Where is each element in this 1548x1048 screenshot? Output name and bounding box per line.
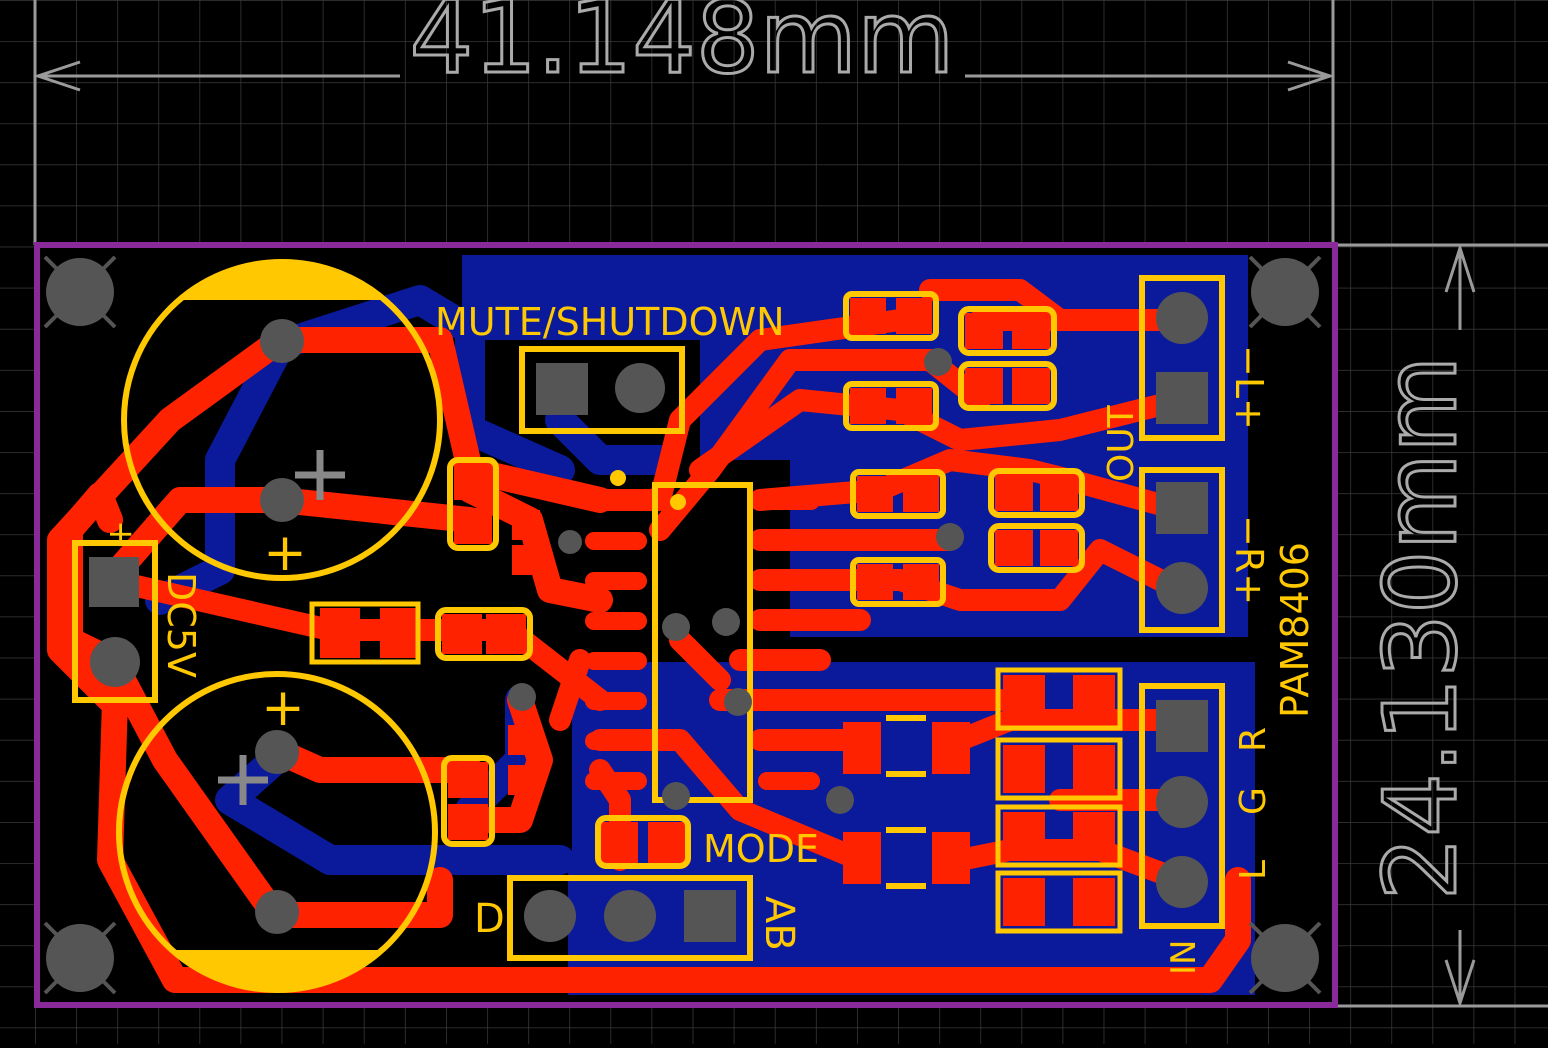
capacitor-c1[interactable]: + <box>121 259 443 583</box>
output-right-connector[interactable]: −R+ <box>1139 467 1271 633</box>
input-connector[interactable]: R G L IN <box>1139 683 1274 975</box>
mounting-holes <box>43 255 1322 995</box>
ic-pam8406[interactable] <box>610 470 753 803</box>
cap1-plus-label: + <box>263 523 307 583</box>
mute-shutdown-jumper[interactable]: MUTE/SHUTDOWN <box>435 300 785 434</box>
mode-d-label: D <box>474 896 505 942</box>
height-dimension-label: 24.130mm <box>1362 356 1479 901</box>
cap2-plus-label: + <box>261 678 305 738</box>
width-dimension: 41.148mm <box>33 0 1335 245</box>
in-r-label: R <box>1233 727 1274 752</box>
in-label: IN <box>1164 940 1204 975</box>
capacitor-c2[interactable]: + <box>116 671 438 993</box>
power-connector[interactable]: + DC5V <box>72 520 203 703</box>
mode-ab-label: AB <box>756 896 802 951</box>
power-label: DC5V <box>159 572 203 678</box>
in-g-label: G <box>1233 787 1274 815</box>
in-l-label: L <box>1233 860 1274 880</box>
vias <box>508 348 964 814</box>
width-dimension-label: 41.148mm <box>410 0 955 96</box>
chip-name-label: PAM8406 <box>1273 542 1317 718</box>
out-label: OUT <box>1101 404 1142 482</box>
mode-label: MODE <box>703 827 819 871</box>
out-left-label: −L+ <box>1227 345 1271 430</box>
smd-components[interactable] <box>309 291 1123 934</box>
ic-pads <box>585 492 820 790</box>
power-plus-label: + <box>101 520 141 549</box>
mode-jumper[interactable]: MODE D AB <box>474 815 819 961</box>
output-left-connector[interactable]: −L+ <box>1139 275 1271 441</box>
out-right-label: −R+ <box>1227 515 1271 605</box>
height-dimension: 24.130mm <box>1336 243 1548 1008</box>
mute-shutdown-label: MUTE/SHUTDOWN <box>435 300 785 344</box>
pcb-board[interactable]: + + + DC5V MUTE/SHUTDOWN MODE <box>34 242 1338 1008</box>
